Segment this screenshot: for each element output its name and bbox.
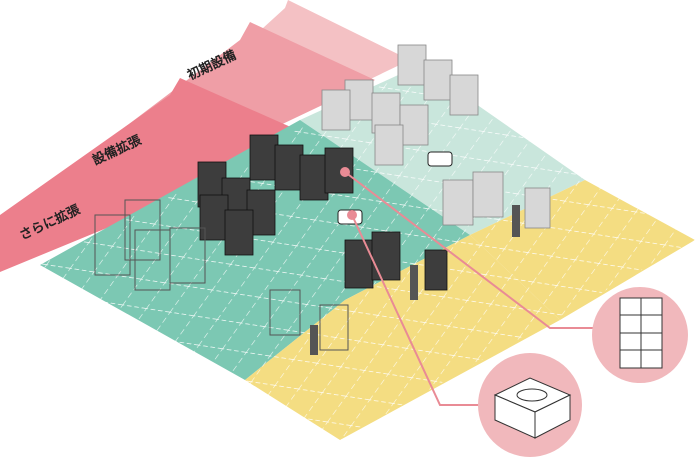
workers xyxy=(310,205,520,355)
callout-line-shelf xyxy=(344,171,600,329)
initial-shelves xyxy=(321,44,551,229)
transport-robot-icon xyxy=(493,377,572,439)
storage-shelf-icon xyxy=(619,297,663,369)
expansion-shelves xyxy=(197,134,448,291)
callout-line-robot xyxy=(351,214,485,406)
stage-arrows: 初期設備 設備拡張 さらに拡張 xyxy=(0,0,410,272)
open-frame-racks xyxy=(94,199,349,351)
callout-robot xyxy=(478,353,582,457)
stage-arrow-further xyxy=(0,78,320,272)
callout-shelf xyxy=(592,287,688,383)
callout-lines xyxy=(340,167,600,406)
